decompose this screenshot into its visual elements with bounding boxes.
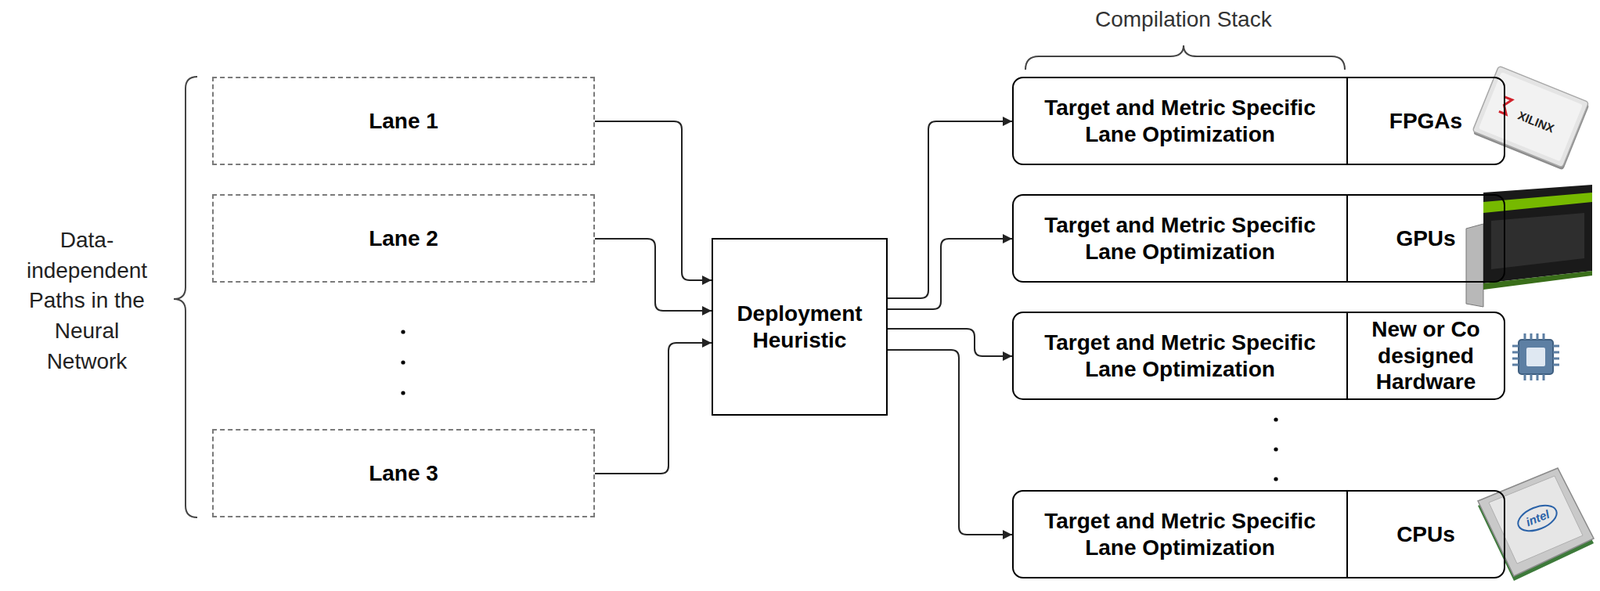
box-title: Lane 1 [368, 108, 439, 135]
ellipsis-dot [400, 390, 405, 395]
target-box: Target and Metric Specific Lane Optimiza… [1012, 490, 1506, 579]
card-pcb [1483, 270, 1593, 290]
box-title: Lane 3 [368, 460, 439, 487]
flow-arrow [887, 328, 1013, 357]
box-label: FPGAs [1389, 108, 1463, 135]
group-label: Compilation Stack [1095, 4, 1273, 36]
box-title: Target and Metric Specific Lane Optimiza… [1021, 212, 1339, 265]
box-label: GPUs [1395, 225, 1456, 253]
lane-box: Lane 2 [212, 194, 595, 283]
cpu-chip [1477, 468, 1594, 581]
box-title: Deployment Heuristic [720, 300, 879, 354]
box-cell: CPUs [1346, 491, 1504, 577]
ellipsis-dot [1273, 476, 1278, 481]
box-cell: GPUs [1346, 195, 1504, 282]
box-cell: Target and Metric Specific Lane Optimiza… [1013, 195, 1347, 282]
box-cell: Target and Metric Specific Lane Optimiza… [1013, 313, 1347, 399]
curly-brace [1025, 45, 1345, 70]
flow-arrow [594, 342, 712, 474]
box-label: New or Co designed Hardware [1355, 316, 1496, 396]
ellipsis-dot [400, 360, 405, 364]
chip-body [1472, 65, 1590, 168]
box-cell: FPGAs [1346, 78, 1504, 164]
chip-icon [1512, 333, 1560, 381]
target-box: Target and Metric Specific Lane Optimiza… [1012, 194, 1506, 283]
card-bracket [1466, 223, 1484, 307]
ellipsis-dot [1273, 446, 1278, 451]
lane-box: Lane 3 [212, 428, 595, 518]
card-body [1483, 184, 1593, 284]
chip-icon-core [1526, 347, 1546, 367]
target-box: Target and Metric Specific Lane Optimiza… [1012, 76, 1506, 166]
box-title: Target and Metric Specific Lane Optimiza… [1021, 508, 1339, 561]
chip-icon-body [1518, 339, 1554, 375]
flow-arrow [887, 121, 1013, 299]
flow-arrow [887, 349, 1013, 535]
fpga-chip [1471, 65, 1591, 170]
flow-arrow [594, 121, 712, 281]
chip-icon-pins [1512, 333, 1560, 381]
chip-lid [1478, 72, 1583, 162]
ellipsis-dot [1273, 417, 1278, 422]
gpu-card [1466, 184, 1593, 307]
box-cell: New or Co designed Hardware [1346, 313, 1504, 399]
ellipsis-dot [400, 329, 405, 334]
logo-text: intel [1524, 508, 1552, 530]
logo-text: XILINX [1516, 109, 1557, 136]
flow-arrow [887, 238, 1013, 310]
target-box: Target and Metric Specific Lane Optimiza… [1012, 311, 1506, 400]
logo-mark [1499, 97, 1513, 115]
box-title: Lane 2 [368, 225, 439, 253]
cpu-package [1477, 468, 1594, 577]
box-title: Target and Metric Specific Lane Optimiza… [1021, 329, 1339, 382]
flow-arrow [594, 238, 712, 311]
box-cell: Target and Metric Specific Lane Optimiza… [1013, 78, 1347, 164]
box-title: Target and Metric Specific Lane Optimiza… [1021, 94, 1339, 148]
curly-brace [173, 76, 198, 518]
box-label: CPUs [1396, 521, 1456, 548]
lane-box: Lane 1 [212, 76, 595, 166]
group-label: Data- independent Paths in the Neural Ne… [19, 225, 155, 377]
process-box: Deployment Heuristic [711, 237, 888, 416]
box-cell: Target and Metric Specific Lane Optimiza… [1013, 491, 1347, 577]
cpu-heatspreader [1488, 475, 1583, 564]
cpu-logo-ring [1514, 500, 1561, 536]
